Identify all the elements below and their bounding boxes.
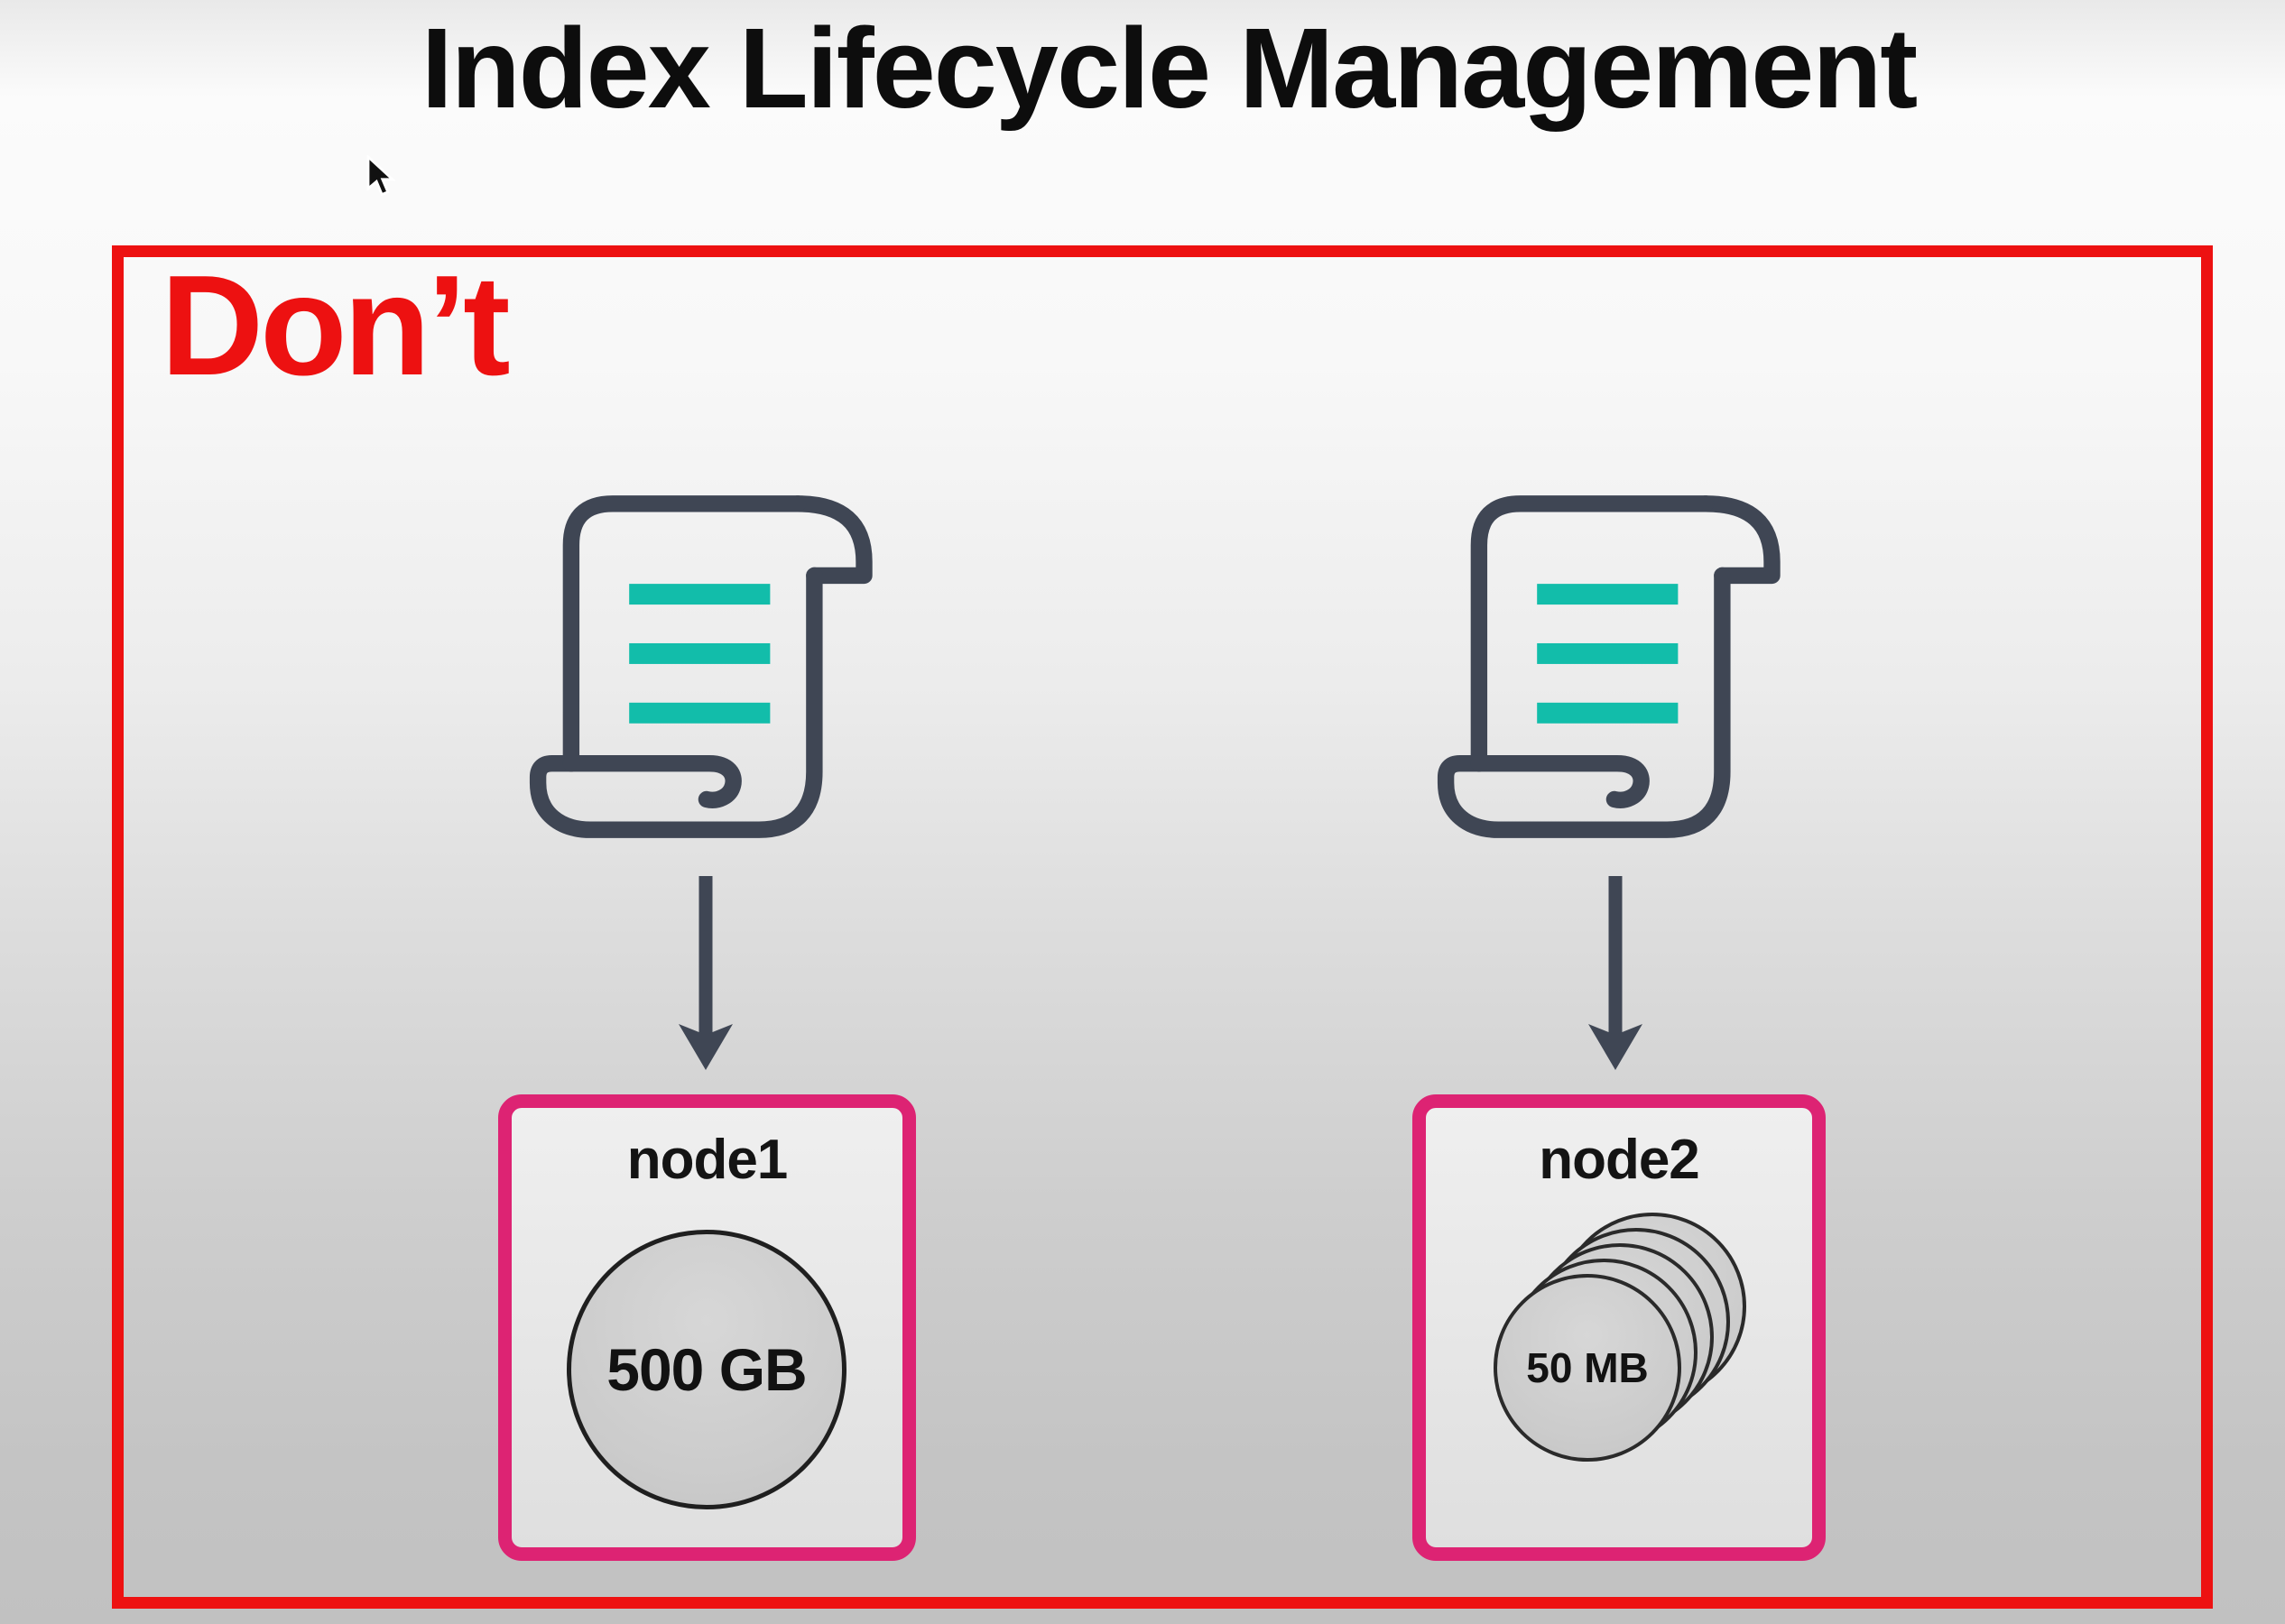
down-arrow-icon-2	[1588, 876, 1642, 1070]
node1-label: node1	[626, 1129, 789, 1191]
scroll-text-line	[629, 642, 771, 664]
node1-shard-size: 500 GB	[606, 1336, 807, 1403]
node2-shard-size: 50 MB	[1526, 1344, 1649, 1391]
mouse-pointer-icon	[366, 155, 396, 197]
down-arrow-icon-1	[679, 876, 733, 1070]
node1-large-shard-disk: 500 GB	[567, 1230, 846, 1509]
index-scroll-icon-2	[1437, 495, 1781, 838]
shard-disk-front: 50 MB	[1494, 1274, 1681, 1462]
node2-label: node2	[1539, 1129, 1700, 1191]
node2-box: node2 50 MB	[1412, 1094, 1826, 1561]
index-scroll-icon-1	[529, 495, 873, 838]
dont-frame: Don’t	[112, 245, 2213, 1609]
dont-label: Don’t	[161, 246, 511, 405]
scroll-text-line	[629, 702, 771, 724]
node1-box: node1 500 GB	[498, 1094, 916, 1561]
scroll-text-line	[629, 584, 771, 605]
page-title: Index Lifecycle Management	[421, 5, 1919, 132]
